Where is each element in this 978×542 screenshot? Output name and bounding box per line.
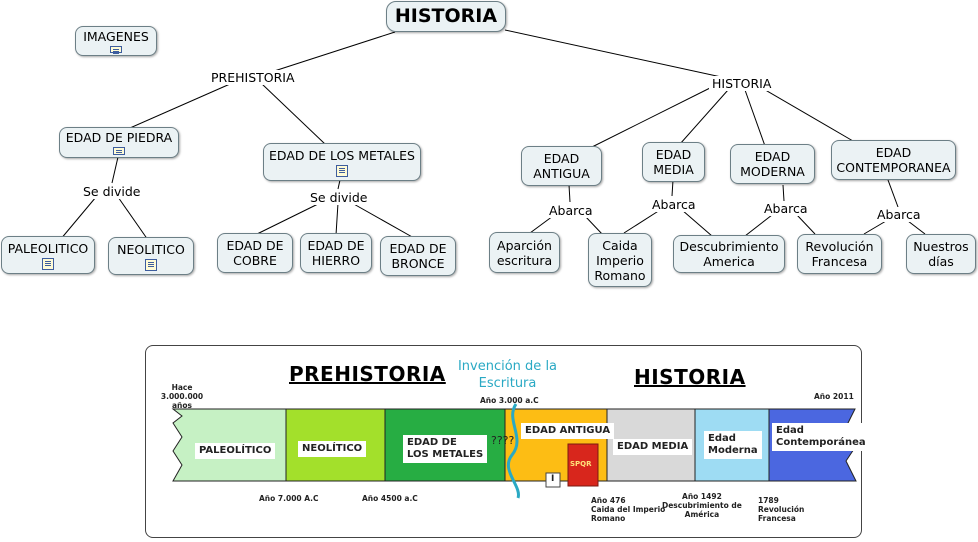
node-edad-cobre[interactable]: EDAD DE COBRE (217, 233, 293, 273)
timeline-ano-4500: Año 4500 a.C (362, 494, 418, 503)
node-edad-hierro[interactable]: EDAD DE HIERRO (300, 233, 372, 273)
caida-label: Caida Imperio Romano (594, 237, 646, 283)
timeline-hace-label: Hace 3.000.000 años (160, 383, 204, 410)
node-aparicion-escritura[interactable]: Aparción escritura (489, 232, 560, 273)
node-edad-contemporanea[interactable]: EDAD CONTEMPORANEA (831, 140, 956, 180)
timeline-ano-1492: Año 1492 Descubrimiento de América (662, 492, 742, 519)
imagenes-node[interactable]: IMAGENES (75, 26, 157, 56)
timeline-heading-historia: HISTORIA (634, 365, 746, 389)
segment-contemporanea-label: Edad Contemporánea (772, 423, 870, 451)
link-label-se-divide: Se divide (307, 190, 371, 205)
node-nuestros-dias[interactable]: Nuestros días (906, 234, 976, 274)
document-icon[interactable] (336, 164, 348, 177)
node-edad-moderna[interactable]: EDAD MODERNA (730, 144, 815, 184)
spqr-emblem: SPQR (570, 460, 592, 468)
root-label: HISTORIA (394, 5, 498, 27)
document-icon[interactable] (110, 46, 122, 55)
link-label-abarca: Abarca (649, 197, 699, 212)
hierro-label: EDAD DE HIERRO (307, 238, 365, 268)
timeline-question-marks: ???? (491, 434, 515, 447)
segment-moderna-label: Edad Moderna (704, 431, 762, 459)
segment-paleolitico-label: PALEOLÍTICO (195, 443, 276, 459)
aparicion-label: Aparción escritura (496, 237, 553, 268)
marker-roman-numeral: I (551, 474, 555, 484)
timeline-ano-7000: Año 7.000 A.C (259, 494, 319, 503)
paleolitico-label: PALEOLITICO (7, 240, 89, 256)
document-icon[interactable] (113, 147, 125, 156)
neolitico-label: NEOLITICO (117, 241, 185, 257)
edad-metales-label: EDAD DE LOS METALES (269, 147, 415, 163)
node-neolitico[interactable]: NEOLITICO (108, 237, 194, 275)
node-edad-media[interactable]: EDAD MEDIA (642, 142, 705, 182)
bronce-label: EDAD DE BRONCE (389, 241, 447, 271)
revolucion-label: Revolución Francesa (805, 239, 874, 269)
segment-media-label: EDAD MEDIA (613, 439, 693, 455)
timeline-ano-3000: Año 3.000 a.C (480, 396, 539, 405)
node-edad-bronce[interactable]: EDAD DE BRONCE (380, 236, 456, 276)
timeline-heading-prehistoria: PREHISTORIA (289, 362, 446, 386)
link-label-abarca: Abarca (761, 201, 811, 216)
segment-neolitico-label: NEOLÍTICO (298, 441, 367, 457)
node-edad-piedra[interactable]: EDAD DE PIEDRA (59, 127, 179, 158)
document-icon[interactable] (145, 258, 157, 271)
link-label-abarca: Abarca (546, 203, 596, 218)
moderna-label: EDAD MODERNA (740, 149, 805, 179)
timeline-invencion-escritura: Invención de la Escritura (457, 359, 558, 391)
link-label-prehistoria: PREHISTORIA (208, 70, 298, 85)
node-revolucion-francesa[interactable]: Revolución Francesa (797, 234, 882, 274)
node-paleolitico[interactable]: PALEOLITICO (1, 236, 95, 274)
node-descubrimiento-america[interactable]: Descubrimiento America (673, 235, 785, 273)
nuestros-label: Nuestros días (913, 239, 969, 269)
node-caida-imperio-romano[interactable]: Caida Imperio Romano (588, 233, 652, 287)
node-edad-metales[interactable]: EDAD DE LOS METALES (263, 143, 421, 181)
timeline-ano-1789: 1789 Revolución Francesa (758, 496, 805, 523)
contemporanea-label: EDAD CONTEMPORANEA (836, 145, 951, 175)
imagenes-label: IMAGENES (83, 29, 149, 44)
root-node-historia[interactable]: HISTORIA (386, 1, 506, 32)
link-label-historia: HISTORIA (709, 76, 775, 91)
timeline-ano-476: Año 476 Caida del Imperio Romano (591, 496, 666, 523)
node-edad-antigua[interactable]: EDAD ANTIGUA (521, 146, 602, 186)
segment-antigua-label: EDAD ANTIGUA (521, 423, 615, 439)
antigua-label: EDAD ANTIGUA (533, 151, 590, 181)
cobre-label: EDAD DE COBRE (226, 238, 284, 268)
link-label-se-divide: Se divide (80, 184, 144, 199)
segment-metales-label: EDAD DE LOS METALES (403, 435, 488, 463)
document-icon[interactable] (42, 257, 54, 270)
timeline-ano-2011: Año 2011 (814, 392, 854, 401)
media-label: EDAD MEDIA (653, 147, 694, 177)
descubrimiento-label: Descubrimiento America (679, 239, 779, 269)
edad-piedra-label: EDAD DE PIEDRA (65, 130, 173, 145)
link-label-abarca: Abarca (874, 207, 924, 222)
